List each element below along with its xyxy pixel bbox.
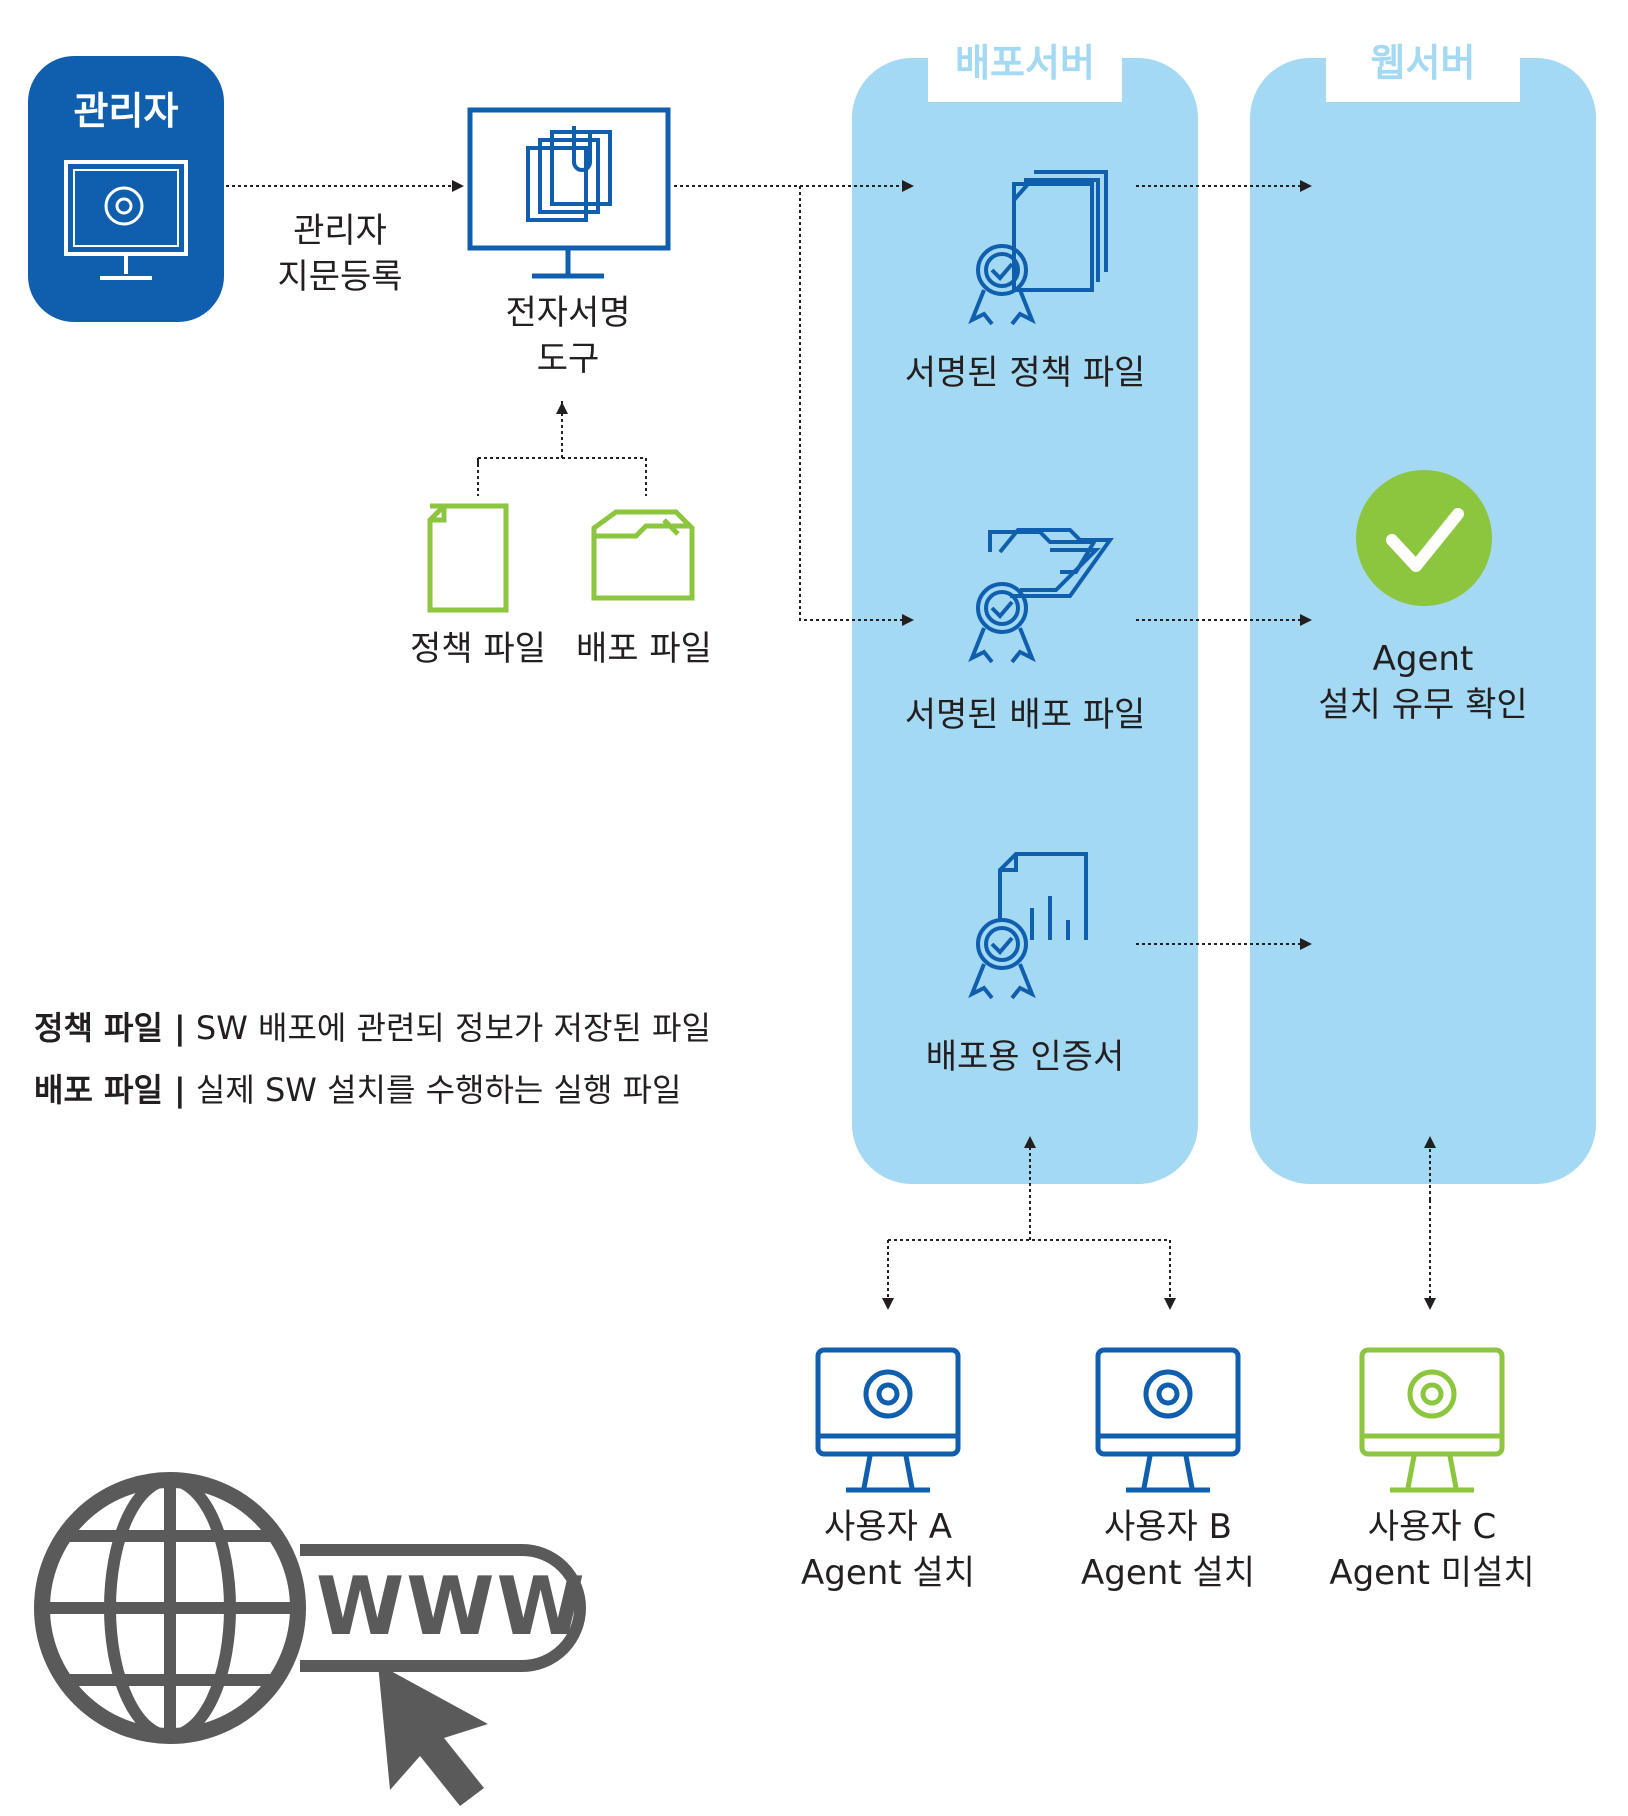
legend-deploy: 배포 파일 | 실제 SW 설치를 수행하는 실행 파일	[34, 1068, 681, 1112]
signed-documents-icon	[968, 170, 1108, 326]
folder-icon	[591, 509, 695, 601]
deploy-server-panel	[852, 52, 1198, 1184]
user-b-line2: Agent 설치	[1080, 1553, 1255, 1593]
fingerprint-register-line2: 지문등록	[277, 257, 403, 297]
user-c-label: 사용자 C Agent 미설치	[1312, 1504, 1552, 1596]
monitor-gear-icon	[64, 160, 188, 280]
signing-tool-line1: 전자서명	[505, 293, 631, 333]
user-a-line1: 사용자 A	[824, 1507, 952, 1547]
user-c-monitor	[1359, 1347, 1505, 1493]
signed-folders-icon	[968, 528, 1114, 664]
file-icon	[427, 503, 509, 613]
user-a-line2: Agent 설치	[800, 1553, 975, 1593]
globe-icon	[34, 1472, 586, 1744]
agent-check-line1: Agent	[1372, 639, 1474, 679]
user-a-monitor	[815, 1347, 961, 1493]
cursor-icon	[378, 1664, 488, 1806]
user-c-line2: Agent 미설치	[1329, 1553, 1535, 1593]
legend-deploy-term: 배포 파일 |	[34, 1071, 186, 1109]
user-b-line1: 사용자 B	[1104, 1507, 1232, 1547]
connectors	[226, 180, 1436, 1310]
user-b-label: 사용자 B Agent 설치	[1058, 1504, 1278, 1596]
policy-file-label: 정책 파일	[410, 629, 546, 669]
user-c-line1: 사용자 C	[1367, 1507, 1497, 1547]
documents-clip-icon	[526, 126, 612, 222]
signing-tool-line2: 도구	[536, 339, 600, 379]
check-circle-icon	[1356, 470, 1492, 606]
deploy-file-label: 배포 파일	[576, 629, 712, 669]
fingerprint-register-line1: 관리자	[293, 211, 387, 251]
signed-deploy-label: 서명된 배포 파일	[904, 695, 1146, 735]
user-a-label: 사용자 A Agent 설치	[778, 1504, 998, 1596]
legend-deploy-desc: 실제 SW 설치를 수행하는 실행 파일	[185, 1071, 682, 1109]
deploy-server-title: 배포서버	[955, 41, 1095, 85]
signing-tool-label: 전자서명 도구	[468, 290, 668, 382]
legend-policy-term: 정책 파일 |	[34, 1009, 186, 1047]
signing-tool-monitor	[467, 107, 671, 279]
user-b-monitor	[1095, 1347, 1241, 1493]
agent-check-line2: 설치 유무 확인	[1318, 685, 1528, 725]
certificate-icon	[968, 852, 1088, 1000]
fingerprint-register-label: 관리자 지문등록	[240, 208, 440, 300]
web-server-title: 웹서버	[1370, 41, 1476, 85]
agent-check-label: Agent 설치 유무 확인	[1250, 636, 1596, 728]
deploy-certificate-label: 배포용 인증서	[925, 1037, 1125, 1077]
signed-policy-label: 서명된 정책 파일	[904, 353, 1146, 393]
web-server-panel	[1250, 52, 1596, 1184]
legend-policy: 정책 파일 | SW 배포에 관련되 정보가 저장된 파일	[34, 1006, 711, 1050]
www-text: WWW	[316, 1560, 587, 1653]
admin-title: 관리자	[73, 89, 179, 133]
legend-policy-desc: SW 배포에 관련되 정보가 저장된 파일	[185, 1009, 711, 1047]
